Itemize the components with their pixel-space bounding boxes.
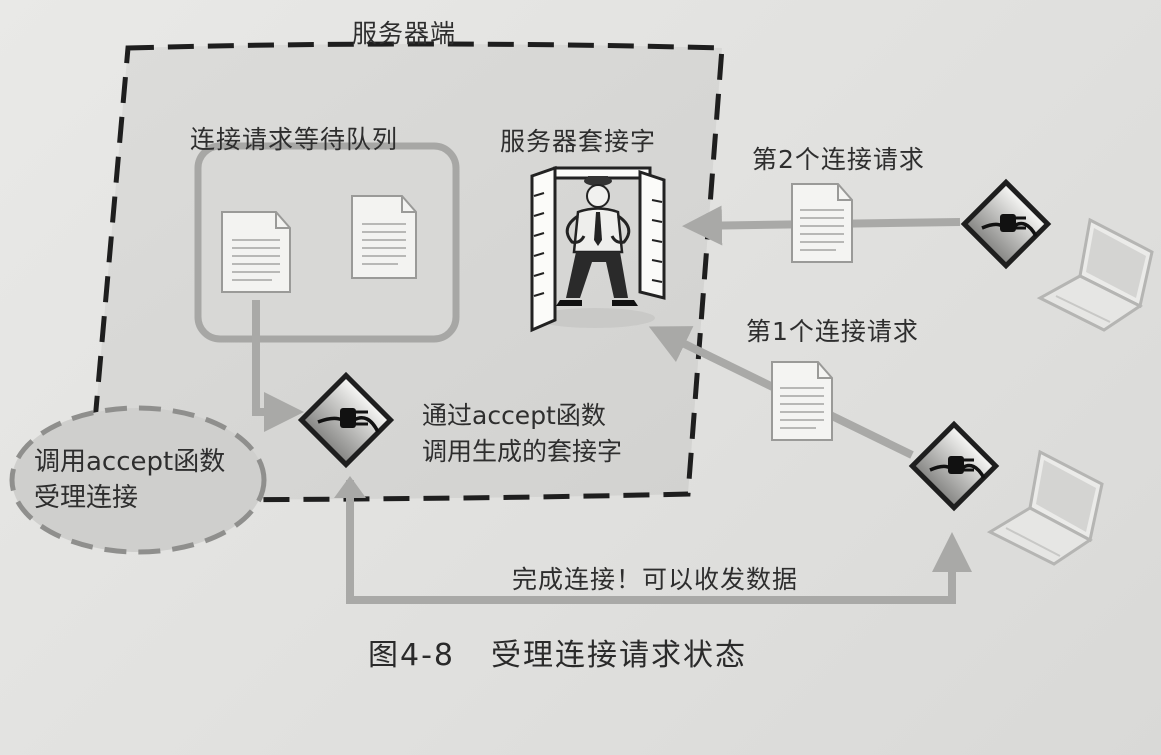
client1-laptop-icon xyxy=(986,449,1104,566)
accept-call-bubble xyxy=(9,405,267,555)
server-socket-doorman-icon xyxy=(530,165,666,333)
server-label: 服务器端 xyxy=(352,19,457,48)
client2-socket-plug-icon xyxy=(960,178,1052,270)
queued-request-document xyxy=(221,211,291,293)
accept-call-label-line2: 受理连接 xyxy=(34,483,139,513)
accept-socket-label-line1: 通过accept函数 xyxy=(422,401,606,430)
queue-to-socket-arrow xyxy=(252,300,304,432)
accept-call-label: 调用accept函数 受理连接 xyxy=(34,444,225,516)
server-socket-label: 服务器套接字 xyxy=(500,127,657,156)
request2-document xyxy=(791,183,853,263)
queued-request-document xyxy=(351,195,417,279)
request1-label: 第1个连接请求 xyxy=(746,317,919,346)
request2-label: 第2个连接请求 xyxy=(752,145,925,174)
queue-label: 连接请求等待队列 xyxy=(190,125,399,154)
accept-call-label-line1: 调用accept函数 xyxy=(34,447,226,477)
figure-title: 受理连接请求状态 xyxy=(491,638,747,673)
accept-socket-label: 通过accept函数 调用生成的套接字 xyxy=(422,398,622,470)
connection-complete-arrow xyxy=(346,480,972,604)
connection-complete-arrowhead-left xyxy=(334,476,366,498)
request1-document xyxy=(771,361,833,441)
figure-caption: 图4-8 受理连接请求状态 xyxy=(368,630,747,674)
accept-socket-label-line2: 调用生成的套接字 xyxy=(422,437,623,466)
figure-number: 图4-8 xyxy=(368,638,455,673)
connection-complete-label: 完成连接！可以收发数据 xyxy=(512,565,799,594)
client1-socket-plug-icon xyxy=(908,420,1000,512)
client2-laptop-icon xyxy=(1036,217,1154,332)
accepted-socket-plug-icon xyxy=(297,371,395,469)
